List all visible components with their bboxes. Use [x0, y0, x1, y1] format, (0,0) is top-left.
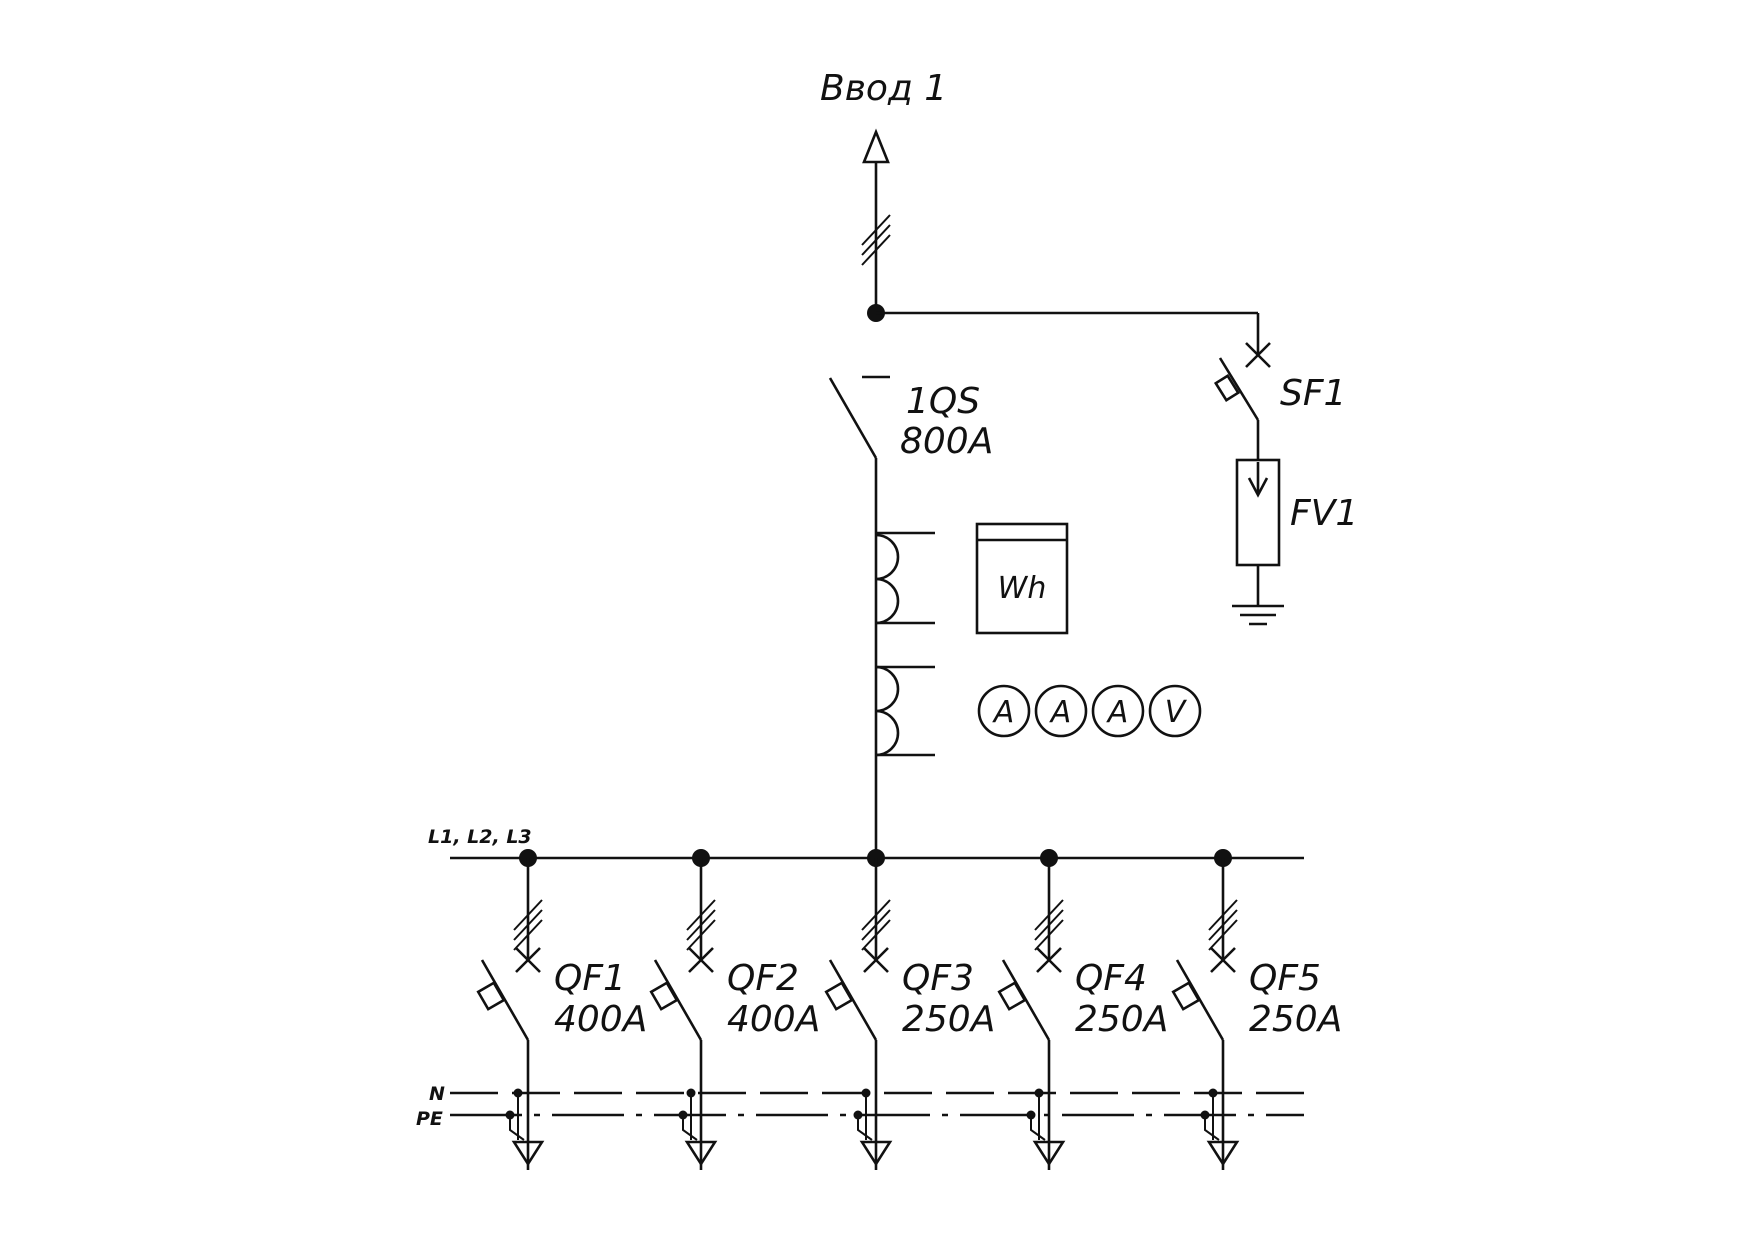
feeder-rating: 250A	[902, 999, 995, 1040]
outgoing-arrow-icon	[1032, 1140, 1066, 1167]
pe-tap-wire	[857, 1115, 873, 1141]
outgoing-arrow-icon	[1206, 1140, 1240, 1167]
feeder-rating: 250A	[1075, 999, 1168, 1040]
breaker-trip-icon	[997, 981, 1027, 1011]
feeder-rating: 400A	[727, 999, 820, 1040]
feeder-rating: 250A	[1249, 999, 1342, 1040]
phase-tick	[861, 909, 891, 941]
energy-meter	[975, 522, 1069, 635]
fv1-label: FV1	[1290, 493, 1358, 534]
svg-text:A: A	[1049, 695, 1072, 730]
pe-tap-wire	[1030, 1115, 1046, 1141]
pe-tap-wire	[682, 1115, 698, 1141]
pe-label: PE	[416, 1108, 443, 1130]
phase-tick	[861, 919, 891, 951]
breaker-cross	[515, 947, 541, 973]
outgoing-arrow-icon	[684, 1140, 718, 1167]
svg-text:A: A	[992, 695, 1015, 730]
feeder-name: QF2	[727, 958, 799, 999]
breaker-trip-icon	[824, 981, 854, 1011]
phase-tick	[861, 899, 891, 931]
meter-ammeter-1: A	[977, 684, 1031, 738]
phase-tick	[513, 909, 543, 941]
phase-tick	[1034, 909, 1064, 941]
meter-voltmeter: V	[1148, 684, 1202, 738]
fv1-surge-arrester	[1235, 458, 1281, 605]
breaker-cross	[863, 947, 889, 973]
svg-text:V: V	[1165, 695, 1188, 730]
aux-branch-wire	[876, 311, 1260, 355]
input-label: Ввод 1	[820, 68, 947, 109]
neutral-label: N	[429, 1083, 445, 1105]
phase-tick	[1034, 899, 1064, 931]
meter-ammeter-3: A	[1091, 684, 1145, 738]
feeder-name: QF4	[1075, 958, 1147, 999]
sf1-breaker	[1213, 342, 1271, 460]
phase-tick	[686, 909, 716, 941]
phase-tick	[513, 919, 543, 951]
meter-ammeter-2: A	[1034, 684, 1088, 738]
energy-meter-label: Wh	[998, 571, 1047, 606]
current-transformer-instruments	[875, 665, 935, 757]
breaker-cross	[1036, 947, 1062, 973]
main-switch-rating: 800A	[900, 421, 993, 462]
main-switch-1qs	[828, 375, 890, 855]
three-phase-tick-mark	[861, 214, 891, 266]
feeder-rating: 400A	[554, 999, 647, 1040]
outgoing-arrow-icon	[859, 1140, 893, 1167]
feeder-name: QF1	[554, 958, 626, 999]
phase-tick	[513, 899, 543, 931]
pe-tap-wire	[1204, 1115, 1220, 1141]
ground-icon	[1232, 604, 1284, 626]
svg-text:A: A	[1106, 695, 1129, 730]
phase-tick	[1034, 919, 1064, 951]
phase-tick	[686, 899, 716, 931]
breaker-trip-icon	[476, 981, 506, 1011]
feeder-name: QF3	[902, 958, 974, 999]
breaker-cross	[688, 947, 714, 973]
main-switch-name: 1QS	[906, 381, 980, 422]
feeder-name: QF5	[1249, 958, 1321, 999]
breaker-cross	[1210, 947, 1236, 973]
busbar-label: L1, L2, L3	[428, 826, 532, 848]
phase-tick	[1208, 909, 1238, 941]
phase-tick	[1208, 919, 1238, 951]
breaker-trip-icon	[1171, 981, 1201, 1011]
breaker-trip-icon	[649, 981, 679, 1011]
outgoing-arrow-icon	[511, 1140, 545, 1167]
phase-tick	[1208, 899, 1238, 931]
input-arrow	[862, 128, 890, 315]
sf1-label: SF1	[1280, 373, 1346, 414]
pe-tap-wire	[509, 1115, 525, 1141]
phase-tick	[686, 919, 716, 951]
current-transformer-meter	[875, 531, 935, 625]
